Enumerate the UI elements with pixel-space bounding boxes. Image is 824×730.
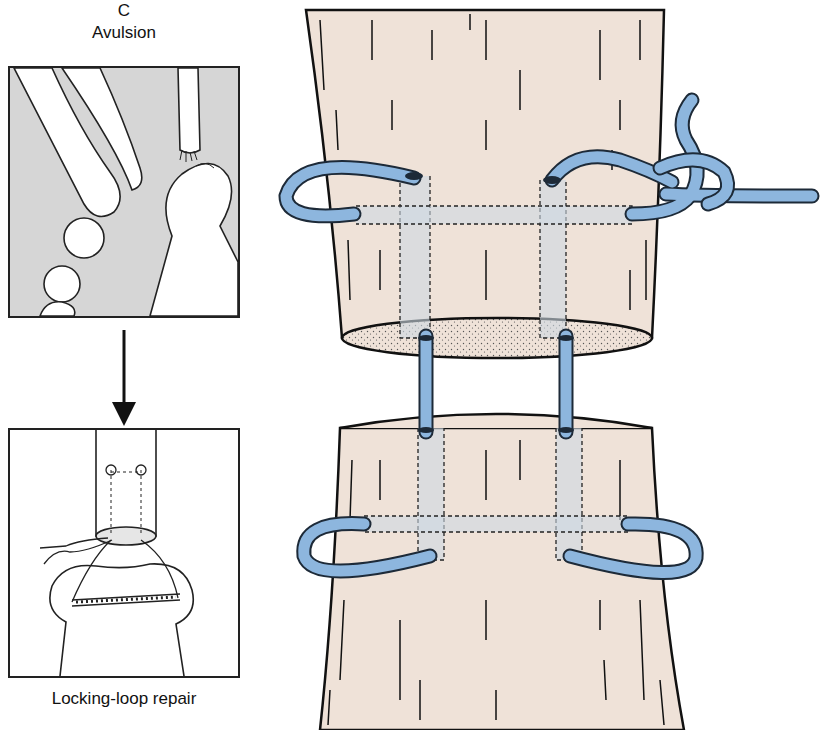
flow-arrow (123, 330, 126, 420)
panel-label: Locking-loop repair (8, 688, 240, 710)
panel-frame (8, 428, 240, 678)
panel-frame (8, 66, 240, 318)
tendon-repair (286, 10, 812, 730)
locking-loop-sketch (40, 430, 193, 676)
figure-panel: Locking-loop repair (8, 428, 240, 710)
figure-panel: CAvulsion (8, 0, 240, 318)
panel-label: Avulsion (8, 22, 240, 44)
xray-avulsion (10, 68, 238, 316)
panel-label: C (8, 0, 240, 22)
